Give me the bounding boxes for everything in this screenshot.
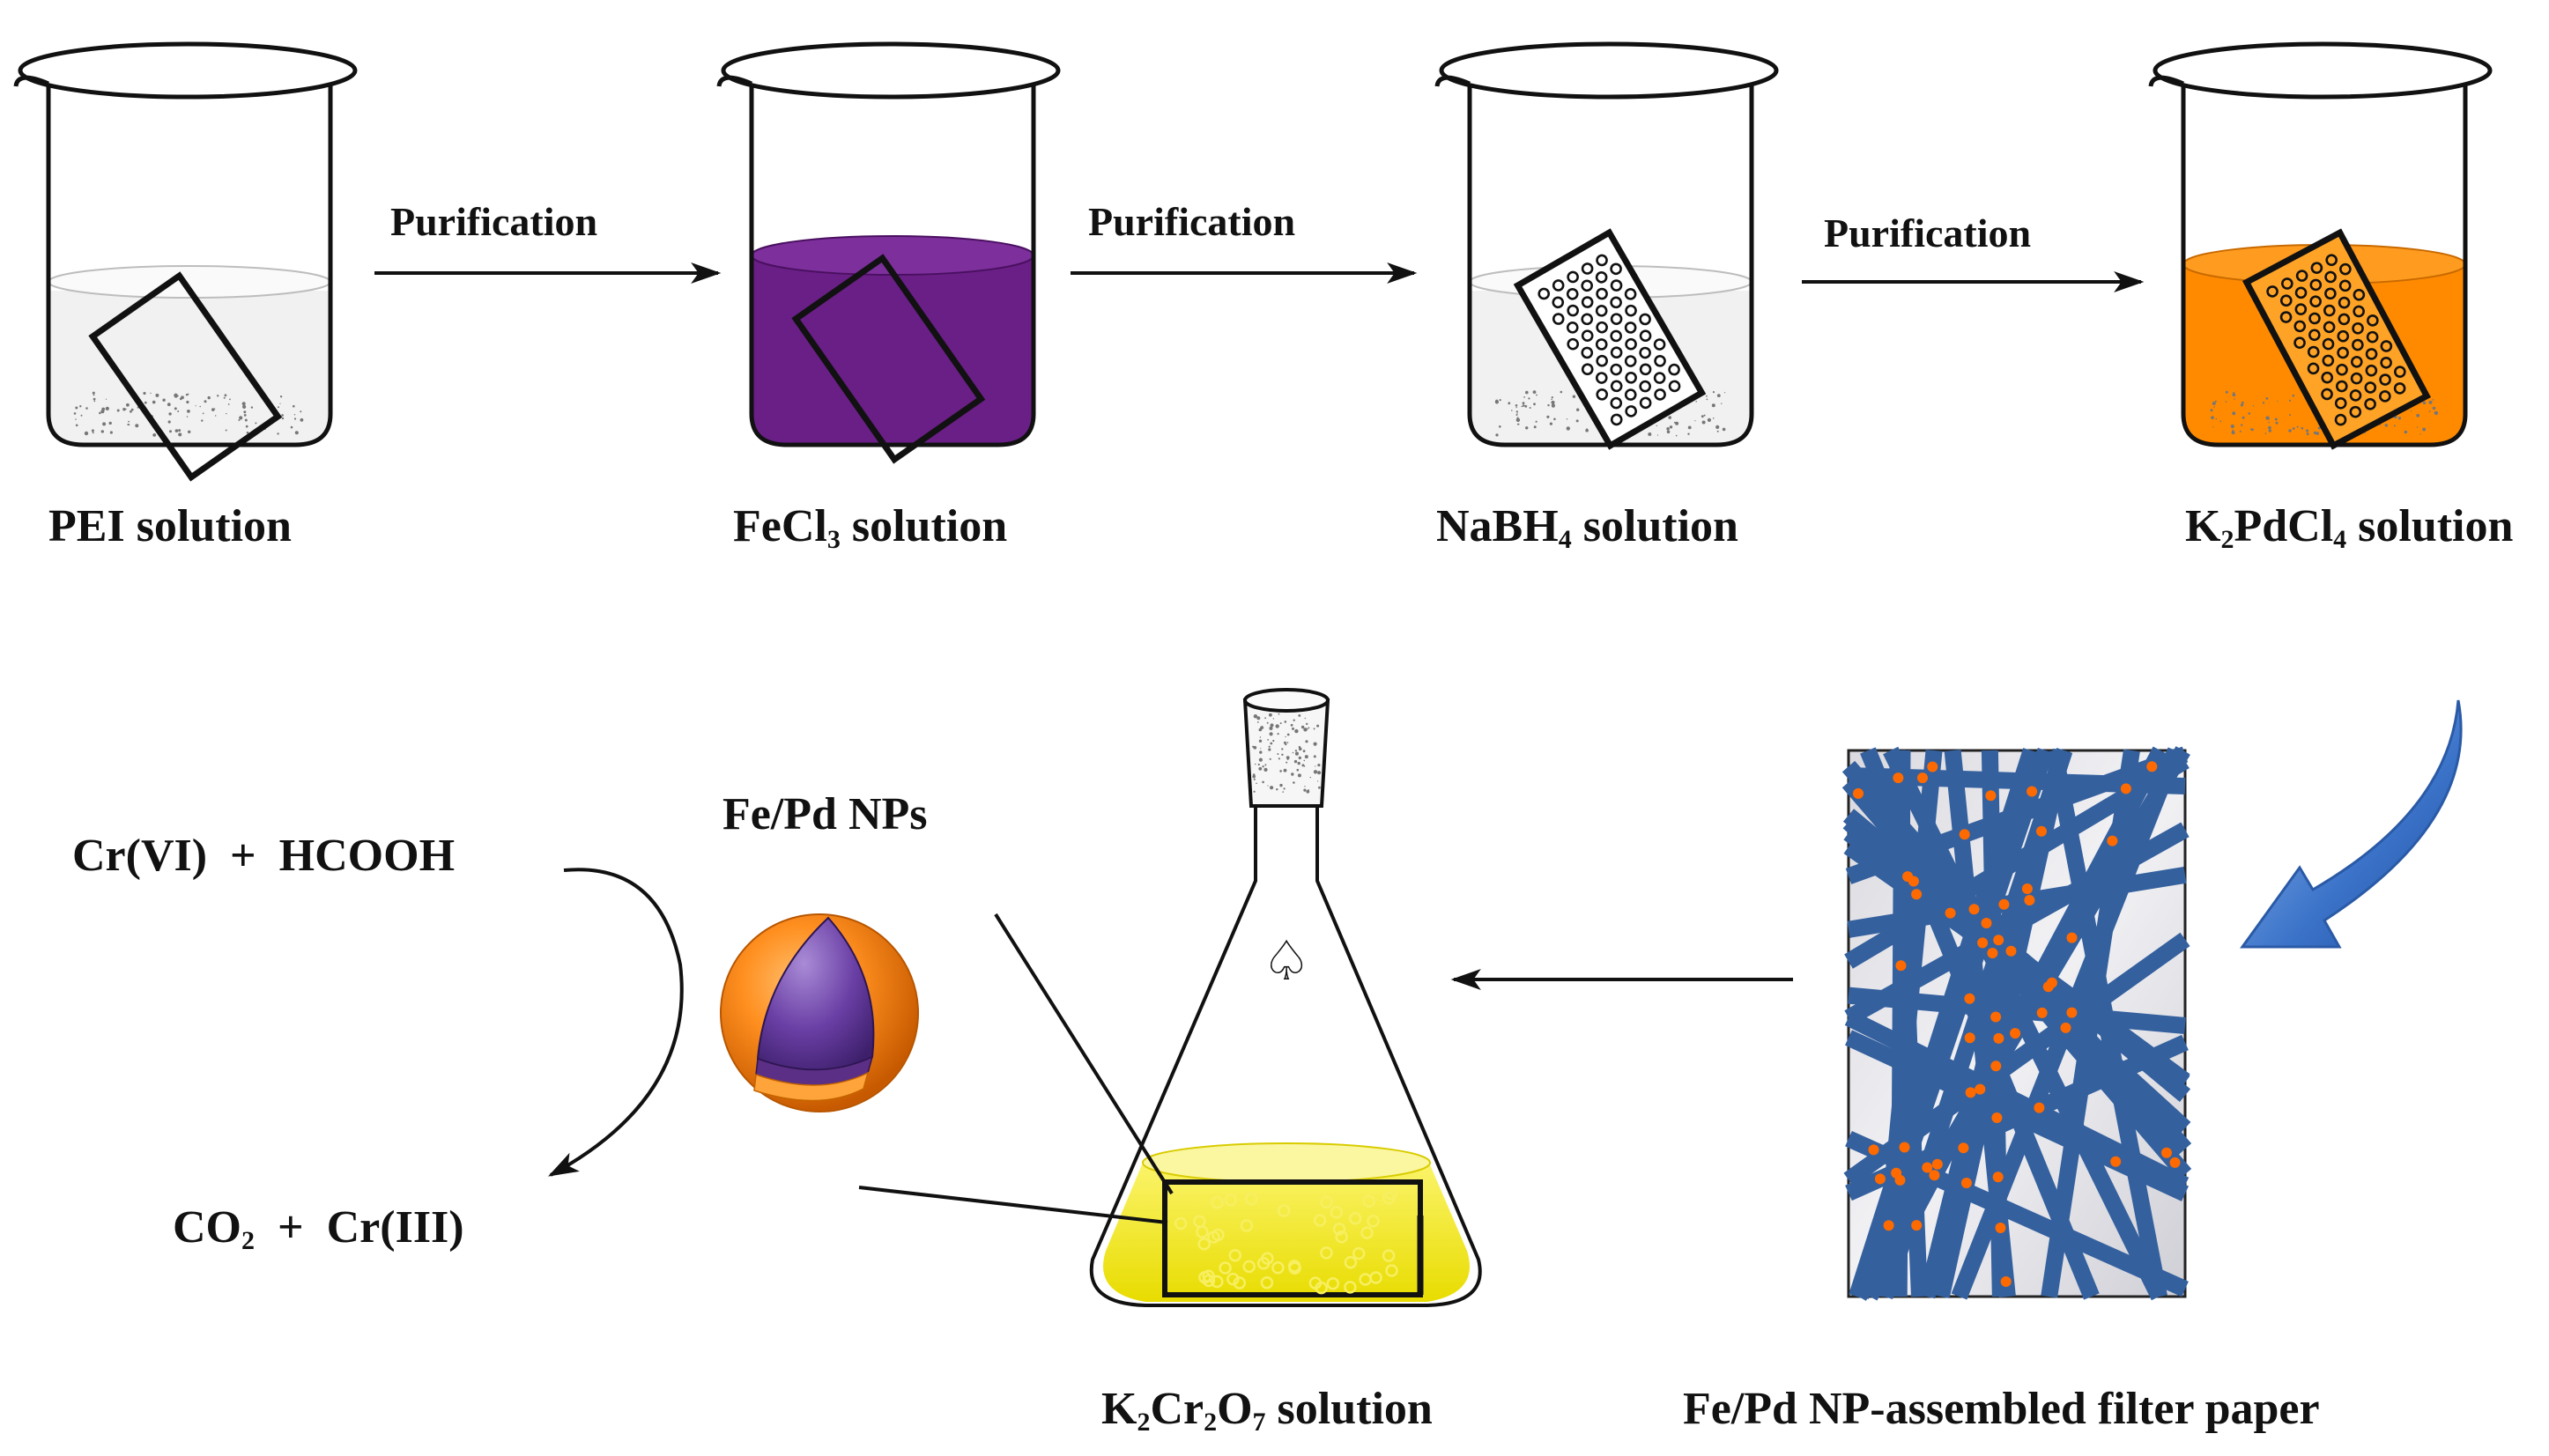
np-pattern-k2pdcl4 [2266,254,2406,426]
fiber-network [1841,746,2192,1301]
nanoparticle-dots [1853,761,2181,1287]
label-nabh4-solution: NaBH4 solution [1436,501,1738,554]
label-pei-solution: PEI solution [48,501,292,551]
pointer-line-lower [858,1186,1168,1224]
beaker-pei [13,41,358,482]
filter-strip-fecl3 [791,254,986,464]
label-fecl3-solution: FeCl3 solution [733,501,1008,554]
label-reactants: Cr(VI) + HCOOH [72,831,456,881]
filter-strip-pei [88,271,283,482]
label-purification-1: Purification [390,199,598,244]
blue-curved-arrow [2240,699,2463,949]
label-k2pdcl4-solution: K2PdCl4 solution [2185,501,2514,554]
label-products: CO2 + Cr(III) [173,1202,464,1255]
label-fepd-nps: Fe/Pd NPs [722,789,928,839]
np-pattern-nabh4 [1538,254,1681,426]
flask-liquid [1103,1163,1470,1302]
beaker-fecl3 [716,41,1061,464]
fe-pd-nanoparticle [720,913,919,1112]
liquid-fecl3 [752,255,1034,445]
flask-particles [1174,1186,1398,1295]
reaction-cycle-arrow [547,868,684,1177]
beaker-nabh4 [1434,41,1779,450]
filter-paper [1841,746,2192,1301]
erlenmeyer-flask: ♤ [1089,688,1482,1307]
beaker-k2pdcl4 [2148,41,2493,450]
flask-symbol: ♤ [1262,928,1311,993]
label-filter-paper: Fe/Pd NP-assembled filter paper [1683,1384,2320,1434]
liquid-pei [48,291,330,445]
label-k2cr2o7-solution: K2Cr2O7 solution [1101,1384,1433,1437]
pointer-line-upper [994,913,1174,1195]
label-purification-3: Purification [1824,211,2032,255]
stopper-texture [1252,713,1322,794]
flask-stopper [1242,698,1330,808]
label-purification-2: Purification [1088,199,1296,244]
